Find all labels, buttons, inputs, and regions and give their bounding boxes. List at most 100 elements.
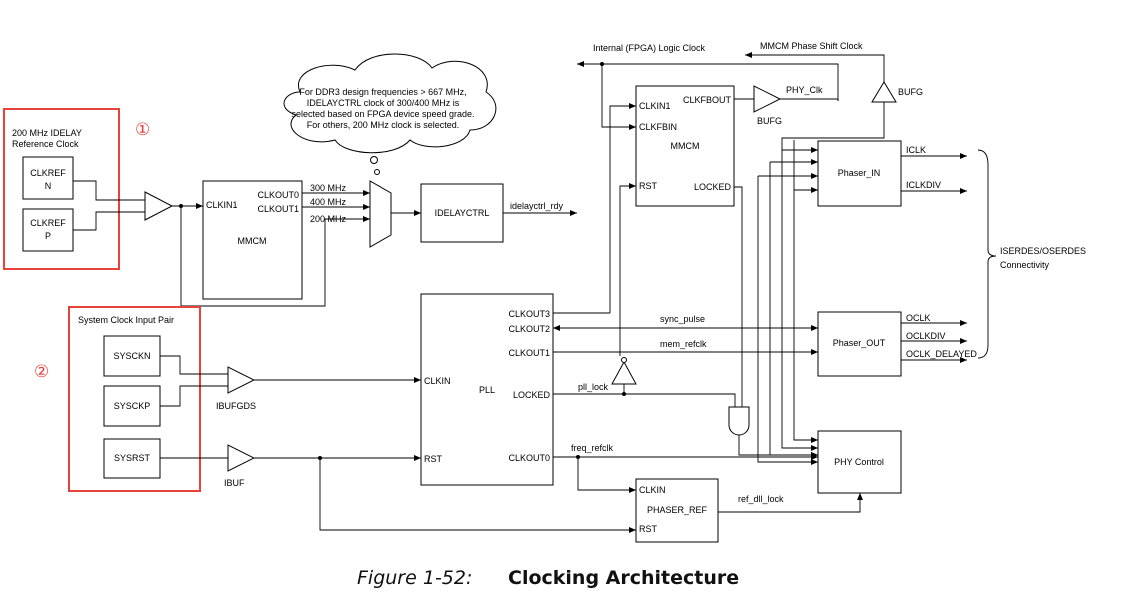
speed-grade-note-cloud: For DDR3 design frequencies > 667 MHz, I… bbox=[283, 53, 497, 175]
wire-ref-dll-lock bbox=[718, 493, 863, 513]
iclk-label: ICLK bbox=[906, 145, 926, 155]
wire-clkin1 bbox=[609, 103, 636, 313]
pll-name: PLL bbox=[479, 385, 495, 395]
wire-clkref-p bbox=[73, 211, 145, 231]
idelay-ref-title-line2: Reference Clock bbox=[12, 139, 79, 149]
system-clock-pair-label: System Clock Input Pair bbox=[78, 315, 174, 325]
serdes-label-2: Connectivity bbox=[1000, 260, 1050, 270]
pll-clkin-label: CLKIN bbox=[424, 376, 451, 386]
diff-input-buffer bbox=[144, 191, 174, 221]
ibuf-label: IBUF bbox=[224, 478, 245, 488]
clkref-n-block bbox=[22, 156, 74, 200]
phaser-ref-name: PHASER_REF bbox=[647, 505, 708, 515]
cloud-line-3: selected based on FPGA device speed grad… bbox=[291, 109, 474, 119]
ref-dll-lock-label: ref_dll_lock bbox=[738, 494, 784, 504]
bus-line-d bbox=[757, 176, 818, 465]
bus-line-a bbox=[793, 140, 818, 443]
sysckp-label: SYSCKP bbox=[114, 401, 151, 411]
mmcm-block-1 bbox=[202, 180, 303, 300]
label-300mhz: 300 MHz bbox=[310, 183, 347, 193]
ibufgds-label: IBUFGDS bbox=[216, 401, 256, 411]
phaser-ref-block bbox=[635, 478, 719, 543]
serdes-brace bbox=[977, 149, 997, 359]
wire-sysckp bbox=[160, 385, 228, 407]
wire-sysckn bbox=[160, 355, 228, 375]
cloud-line-4: For others, 200 MHz clock is selected. bbox=[307, 120, 460, 130]
bus-line-b bbox=[781, 140, 818, 451]
sync-pulse-label: sync_pulse bbox=[660, 314, 705, 324]
serdes-label-1: ISERDES/OSERDES bbox=[1000, 246, 1086, 256]
ibuf-buffer bbox=[227, 444, 256, 472]
oclk-delayed-label: OCLK_DELAYED bbox=[906, 349, 977, 359]
wire-rst-to-phaser-ref bbox=[319, 458, 636, 533]
wire-bufg-to-phasers bbox=[781, 102, 885, 140]
wire-phase-shift-clock bbox=[745, 52, 885, 82]
sysrst-block bbox=[103, 438, 161, 479]
cloud-line-2: IDELAYCTRL clock of 300/400 MHz is bbox=[307, 98, 460, 108]
wire-clkref-n bbox=[73, 180, 145, 201]
bufg-b-label: BUFG bbox=[898, 87, 923, 97]
oclkdiv-label: OCLKDIV bbox=[906, 331, 946, 341]
idelayctrl-block bbox=[420, 183, 504, 243]
idelay-ref-title-line1: 200 MHz IDELAY bbox=[12, 128, 82, 138]
clkref-n-label1: CLKREF bbox=[30, 168, 66, 178]
figure-title: Clocking Architecture bbox=[508, 567, 739, 589]
phaser-ref-rst-label: RST bbox=[639, 524, 658, 534]
phy-control-name: PHY Control bbox=[834, 457, 884, 467]
idelayctrl-rdy-label: idelayctrl_rdy bbox=[510, 201, 564, 211]
wire-200mhz-path bbox=[180, 206, 370, 307]
wire-and-out bbox=[738, 435, 818, 458]
pll-clkout2-label: CLKOUT2 bbox=[508, 324, 550, 334]
clkref-p-label2: P bbox=[45, 231, 51, 241]
idelay-reference-clock-group: 200 MHz IDELAY Reference Clock ① CLKREF … bbox=[3, 108, 150, 270]
mmcm-phase-shift-clock-label: MMCM Phase Shift Clock bbox=[760, 41, 863, 51]
mmcm2-clkfbin-label: CLKFBIN bbox=[639, 122, 677, 132]
phaser-in-block bbox=[817, 140, 902, 207]
phy-clk-label: PHY_Clk bbox=[786, 85, 823, 95]
oclk-label: OCLK bbox=[906, 313, 931, 323]
clkref-p-block bbox=[22, 208, 74, 252]
mmcm-block-2 bbox=[635, 85, 735, 207]
internal-logic-clock-label: Internal (FPGA) Logic Clock bbox=[593, 43, 706, 53]
mmcm1-clkout1-label: CLKOUT1 bbox=[257, 204, 299, 214]
phy-control-block bbox=[817, 430, 902, 494]
wire-mmcm-locked bbox=[734, 186, 743, 407]
mmcm2-clkfbout-label: CLKFBOUT bbox=[683, 95, 732, 105]
pll-clkout0-label: CLKOUT0 bbox=[508, 453, 550, 463]
ibufgds-buffer bbox=[227, 366, 256, 394]
sysrst-label: SYSRST bbox=[114, 453, 151, 463]
system-clock-input-group: System Clock Input Pair ② SYSCKN SYSCKP … bbox=[34, 306, 201, 492]
clkref-n-label2: N bbox=[45, 181, 52, 191]
mmcm2-name: MMCM bbox=[671, 141, 700, 151]
wire-phy-clk bbox=[780, 98, 839, 101]
clkref-p-label1: CLKREF bbox=[30, 218, 66, 228]
pll-locked-label: LOCKED bbox=[513, 390, 551, 400]
pll-rst-label: RST bbox=[424, 454, 443, 464]
label-200mhz: 200 MHz bbox=[310, 214, 347, 224]
pll-lock-label: pll_lock bbox=[578, 382, 609, 392]
and-gate bbox=[728, 406, 750, 436]
pll-clkout1-label: CLKOUT1 bbox=[508, 348, 550, 358]
bufg-phy-clk bbox=[753, 85, 782, 113]
wire-pll-locked bbox=[553, 393, 736, 407]
phaser-out-name: Phaser_OUT bbox=[833, 338, 886, 348]
cloud-line-1: For DDR3 design frequencies > 667 MHz, bbox=[299, 87, 466, 97]
mem-refclk-label: mem_refclk bbox=[660, 339, 707, 349]
sysckn-label: SYSCKN bbox=[113, 351, 150, 361]
freq-refclk-label: freq_refclk bbox=[571, 443, 614, 453]
mmcm2-rst-label: RST bbox=[639, 181, 658, 191]
wire-mmcm2-rst bbox=[619, 183, 636, 356]
phaser-in-name: Phaser_IN bbox=[838, 168, 881, 178]
pll-clkout3-label: CLKOUT3 bbox=[508, 309, 550, 319]
figure-number: Figure 1-52: bbox=[357, 567, 472, 589]
iclkdiv-label: ICLKDIV bbox=[906, 180, 941, 190]
mmcm2-clkin1-label: CLKIN1 bbox=[639, 101, 671, 111]
bufg-phase-shift bbox=[871, 81, 897, 103]
pll-block bbox=[420, 293, 554, 486]
bufg-a-label: BUFG bbox=[757, 116, 782, 126]
marker-two: ② bbox=[34, 362, 49, 381]
mmcm2-locked-label: LOCKED bbox=[694, 182, 732, 192]
idelayctrl-name: IDELAYCTRL bbox=[435, 208, 490, 218]
phaser-ref-clkin-label: CLKIN bbox=[639, 485, 666, 495]
